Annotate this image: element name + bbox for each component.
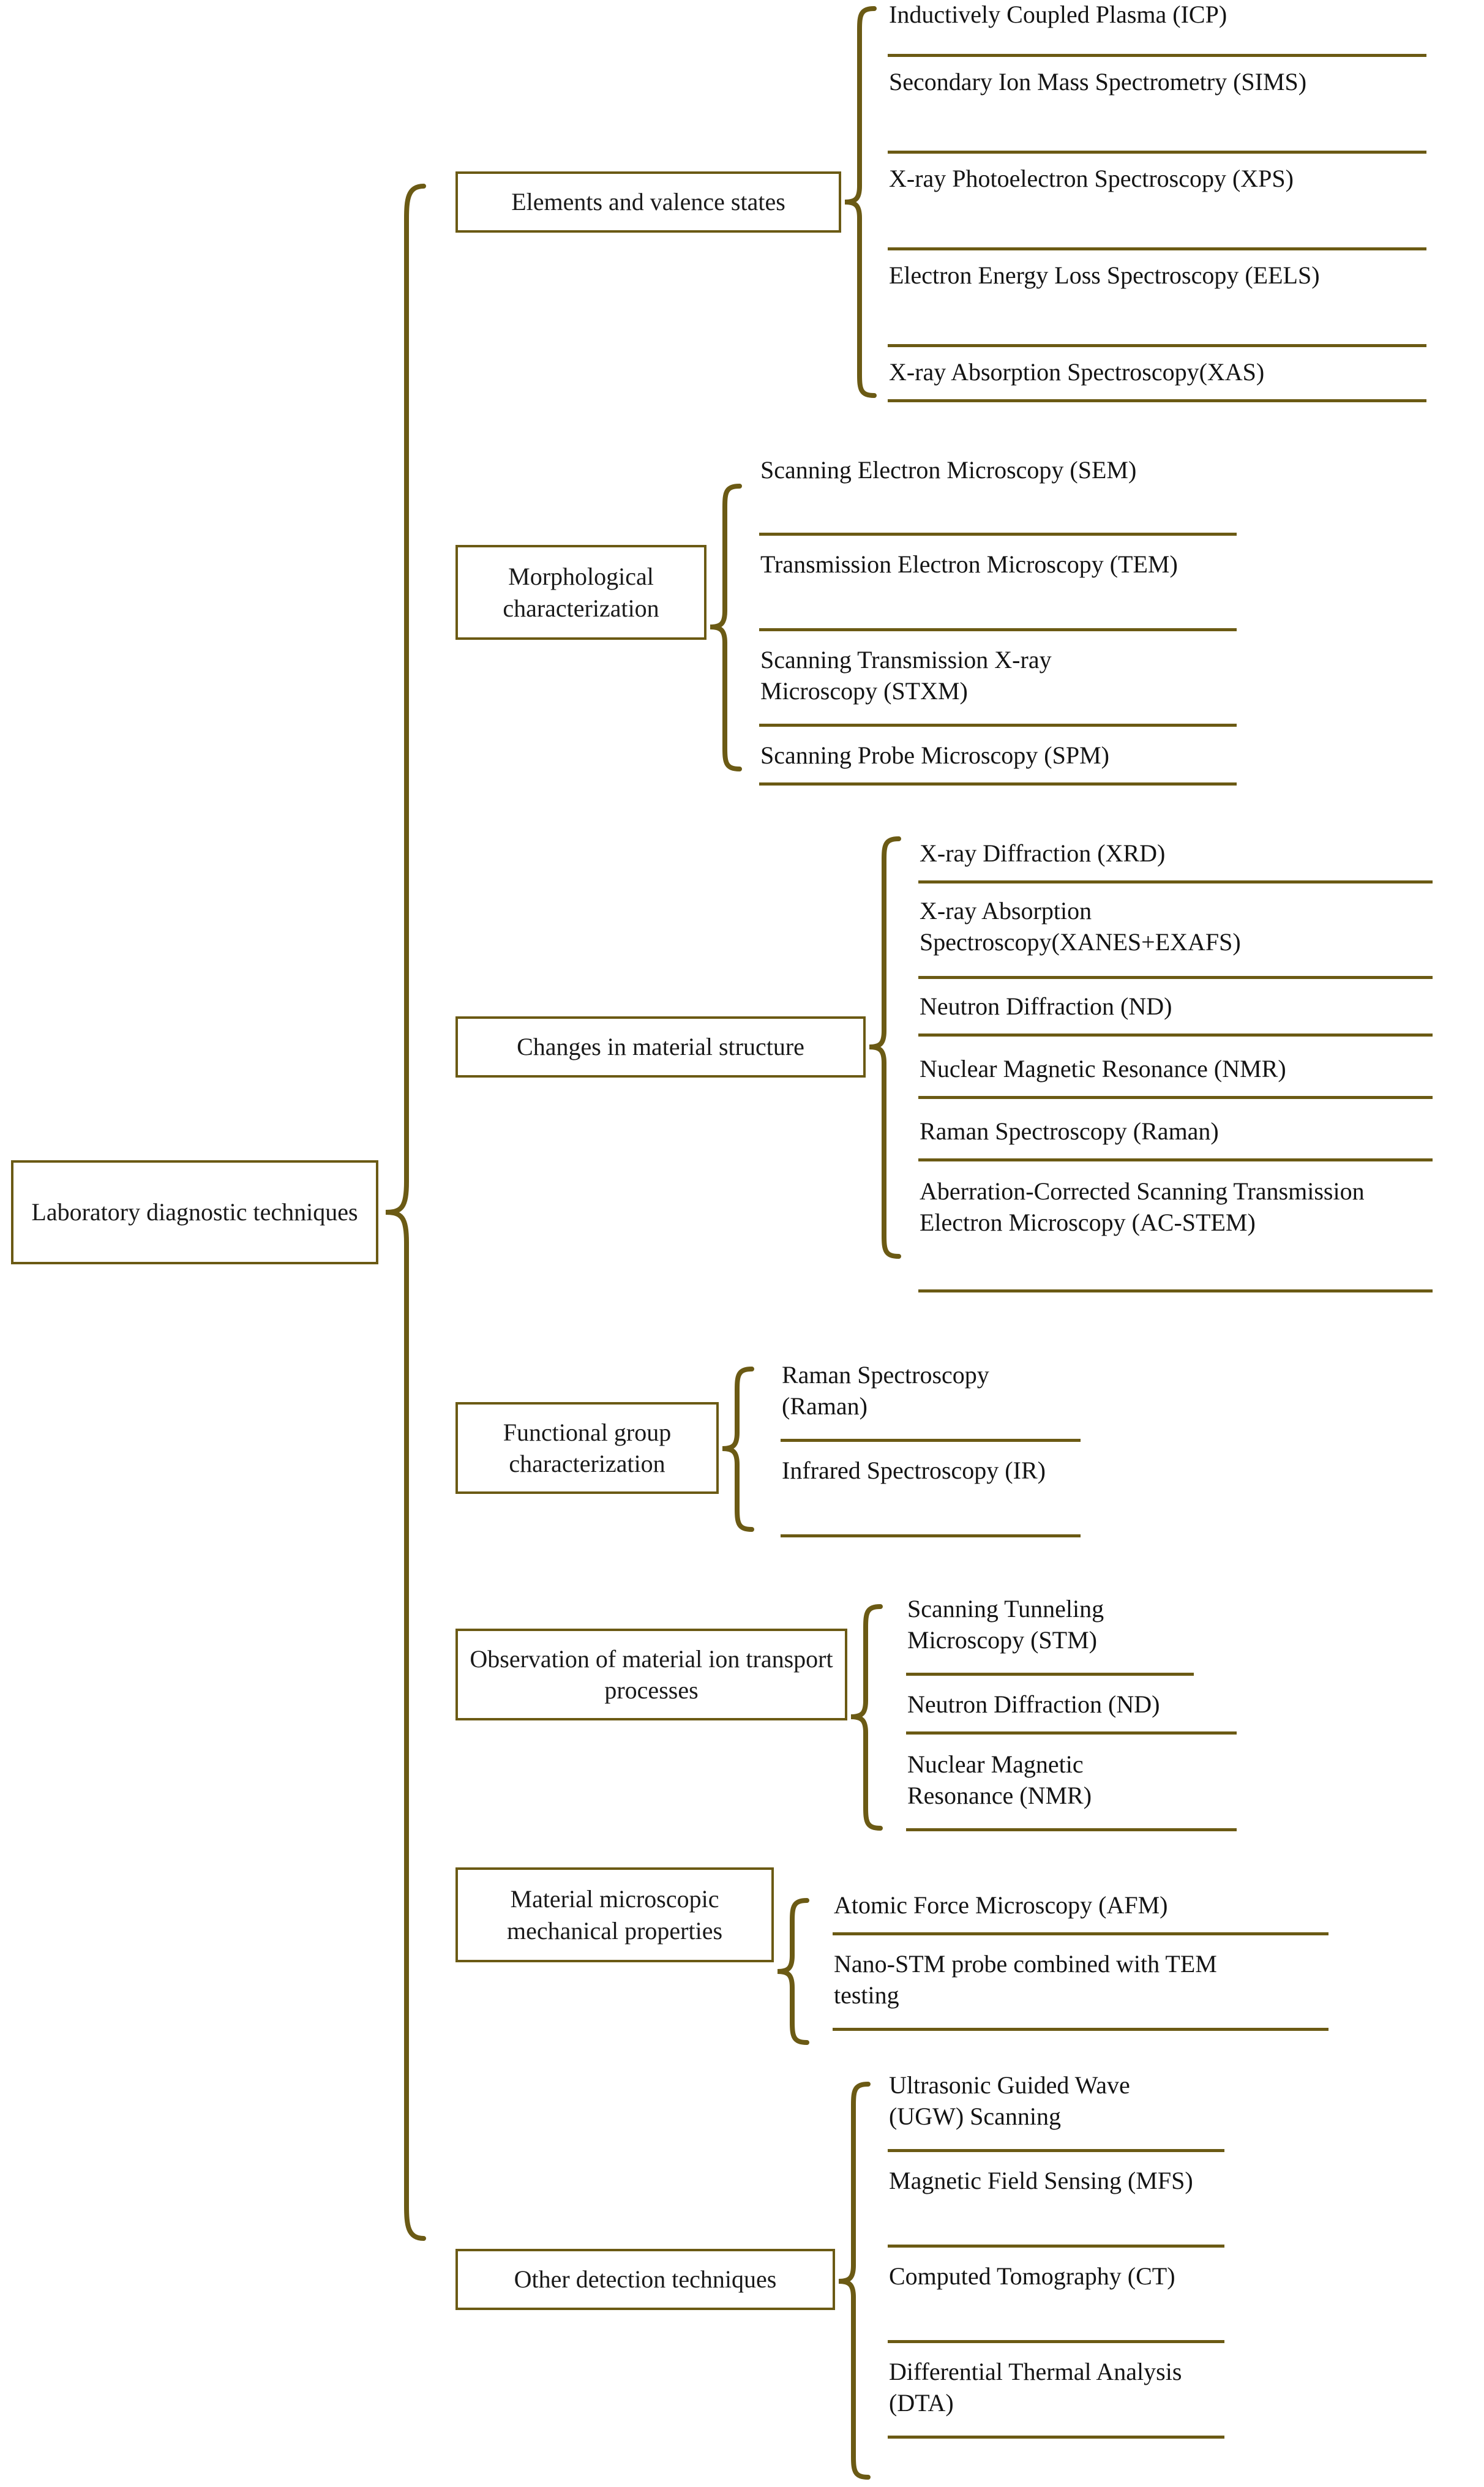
- leaf-rule: [759, 782, 1237, 786]
- group-node-material-microscopic-mechanical-properties[interactable]: Material microscopic mechanical properti…: [455, 1867, 774, 1962]
- leaf-text: Neutron Diffraction (ND): [920, 992, 1172, 1020]
- leaf-text: Neutron Diffraction (ND): [907, 1690, 1160, 1718]
- leaf-rule: [833, 1932, 1328, 1935]
- group-brace-elements-and-valence-states: [842, 6, 879, 398]
- group-node-label: Elements and valence states: [511, 188, 785, 216]
- leaf-text: Differential Thermal Analysis (DTA): [889, 2358, 1182, 2417]
- leaf-rule: [759, 533, 1237, 536]
- leaf-rule: [918, 1158, 1433, 1161]
- leaf-text: Nuclear Magnetic Resonance (NMR): [920, 1055, 1286, 1082]
- group-node-label: Observation of material ion transport pr…: [470, 1645, 833, 1704]
- leaf-text: Secondary Ion Mass Spectrometry (SIMS): [889, 68, 1307, 96]
- group-brace-observation-of-material-ion-transport-processes: [849, 1604, 885, 1831]
- leaf-text: Electron Energy Loss Spectroscopy (EELS): [889, 261, 1320, 289]
- leaf-rule: [918, 880, 1433, 883]
- group-node-changes-in-material-structure[interactable]: Changes in material structure: [455, 1016, 866, 1078]
- group-brace-other-detection-techniques: [836, 2082, 873, 2480]
- leaf-text: X-ray Diffraction (XRD): [920, 839, 1166, 867]
- group-node-label: Material microscopic mechanical properti…: [506, 1885, 723, 1945]
- leaf-text: Inductively Coupled Plasma (ICP): [889, 1, 1227, 28]
- leaf-rule: [888, 2340, 1224, 2343]
- leaf-rule: [918, 1033, 1433, 1037]
- leaf-rule: [918, 1096, 1433, 1099]
- leaf-rule: [888, 2245, 1224, 2248]
- leaf-text: Infrared Spectroscopy (IR): [782, 1457, 1046, 1484]
- leaf-text: Aberration-Corrected Scanning Transmissi…: [920, 1177, 1365, 1237]
- root-node-label: Laboratory diagnostic techniques: [31, 1198, 358, 1226]
- leaf-rule: [906, 1731, 1237, 1735]
- group-node-other-detection-techniques[interactable]: Other detection techniques: [455, 2249, 835, 2310]
- group-node-observation-of-material-ion-transport-processes[interactable]: Observation of material ion transport pr…: [455, 1629, 847, 1720]
- leaf-text: Scanning Transmission X-ray Microscopy (…: [760, 646, 1052, 705]
- leaf-rule: [833, 2028, 1328, 2031]
- leaf-rule: [888, 151, 1426, 154]
- leaf-rule: [918, 976, 1433, 979]
- leaf-rule: [781, 1534, 1081, 1537]
- group-node-label: Other detection techniques: [514, 2265, 777, 2294]
- leaf-text: Scanning Electron Microscopy (SEM): [760, 456, 1137, 484]
- leaf-text: Atomic Force Microscopy (AFM): [834, 1891, 1168, 1919]
- leaf-text: Scanning Probe Microscopy (SPM): [760, 741, 1109, 769]
- group-node-functional-group-characterization[interactable]: Functional group characterization: [455, 1402, 719, 1494]
- leaf-rule: [888, 2149, 1224, 2152]
- group-node-label: Morphological characterization: [503, 563, 659, 622]
- leaf-text: Magnetic Field Sensing (MFS): [889, 2167, 1193, 2194]
- leaf-text: Computed Tomography (CT): [889, 2262, 1175, 2290]
- leaf-rule: [918, 1289, 1433, 1292]
- group-brace-morphological-characterization: [708, 484, 744, 771]
- group-brace-functional-group-characterization: [720, 1367, 757, 1532]
- leaf-text: Ultrasonic Guided Wave (UGW) Scanning: [889, 2071, 1130, 2131]
- group-node-morphological-characterization[interactable]: Morphological characterization: [455, 545, 706, 640]
- leaf-text: Scanning Tunneling Microscopy (STM): [907, 1595, 1104, 1654]
- leaf-rule: [906, 1828, 1237, 1831]
- group-node-elements-and-valence-states[interactable]: Elements and valence states: [455, 171, 841, 233]
- leaf-text: Nuclear Magnetic Resonance (NMR): [907, 1750, 1092, 1810]
- leaf-text: Raman Spectroscopy (Raman): [920, 1117, 1219, 1145]
- leaf-rule: [888, 399, 1426, 402]
- leaf-rule: [759, 628, 1237, 631]
- leaf-rule: [888, 2436, 1224, 2439]
- leaf-rule: [888, 247, 1426, 250]
- leaf-text: Raman Spectroscopy (Raman): [782, 1361, 989, 1420]
- leaf-text: Nano-STM probe combined with TEM testing: [834, 1950, 1217, 2009]
- group-brace-changes-in-material-structure: [867, 836, 904, 1259]
- group-node-label: Functional group characterization: [503, 1418, 672, 1477]
- group-node-label: Changes in material structure: [517, 1033, 804, 1061]
- leaf-rule: [888, 344, 1426, 347]
- leaf-rule: [781, 1439, 1081, 1442]
- leaf-text: X-ray Absorption Spectroscopy(XANES+EXAF…: [920, 897, 1241, 956]
- leaf-text: X-ray Absorption Spectroscopy(XAS): [889, 358, 1265, 386]
- leaf-rule: [906, 1673, 1194, 1676]
- group-brace-material-microscopic-mechanical-properties: [775, 1898, 812, 2045]
- leaf-text: Transmission Electron Microscopy (TEM): [760, 550, 1178, 578]
- leaf-text: X-ray Photoelectron Spectroscopy (XPS): [889, 165, 1294, 192]
- root-node[interactable]: Laboratory diagnostic techniques: [11, 1160, 378, 1264]
- leaf-rule: [888, 54, 1426, 57]
- root-brace: [383, 184, 426, 2241]
- leaf-rule: [759, 724, 1237, 727]
